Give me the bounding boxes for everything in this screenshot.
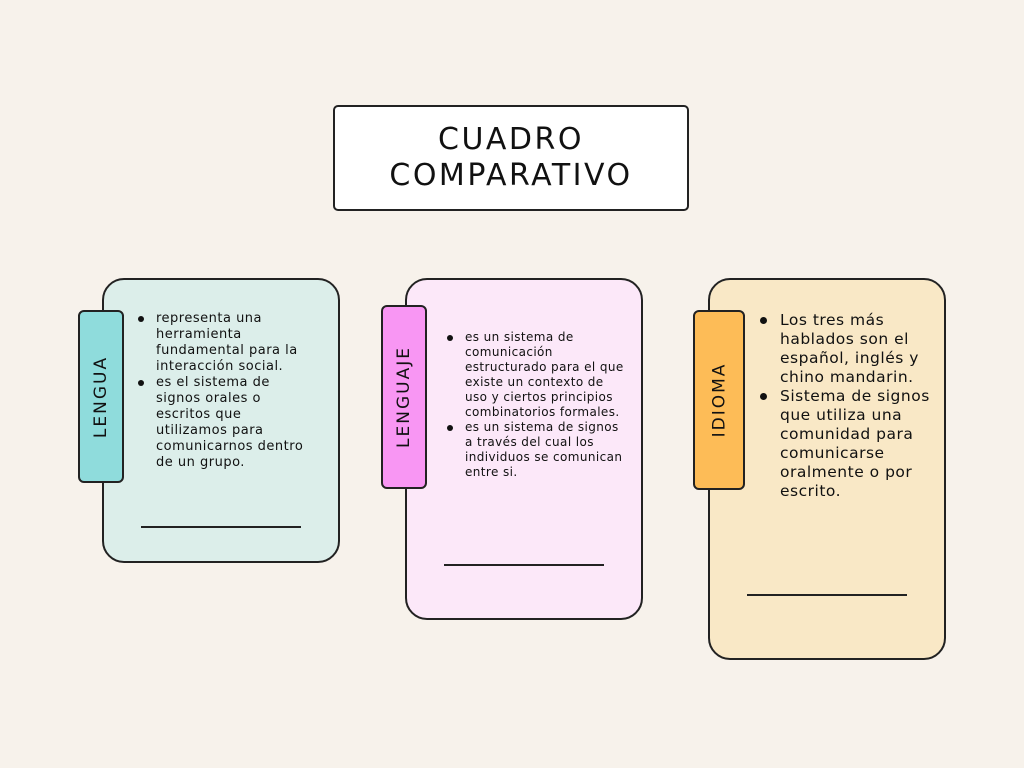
tab-label-idioma: IDIOMA (709, 362, 730, 438)
bullet-list-idioma: Los tres más hablados son el español, in… (760, 311, 938, 501)
tab-label-lengua: LENGUA (91, 355, 111, 438)
tab-idioma: IDIOMA (693, 310, 745, 490)
bullet-item: es un sistema de signos a través del cua… (447, 420, 625, 480)
card-idioma (708, 278, 946, 660)
tab-label-lenguaje: LENGUAJE (394, 346, 414, 448)
divider-line (444, 564, 604, 566)
title-box: CUADRO COMPARATIVO (333, 105, 689, 211)
divider-line (141, 526, 301, 528)
title-line-1: CUADRO (438, 122, 584, 157)
card-lengua (102, 278, 340, 563)
bullet-item: es un sistema de comunicación estructura… (447, 330, 625, 420)
divider-line (747, 594, 907, 596)
card-lenguaje (405, 278, 643, 620)
title-line-2: COMPARATIVO (389, 158, 633, 193)
bullet-list-lenguaje: es un sistema de comunicación estructura… (447, 330, 625, 480)
bullet-item: Sistema de signos que utiliza una comuni… (760, 387, 938, 501)
bullet-list-lengua: representa una herramienta fundamental p… (138, 311, 304, 471)
bullet-item: representa una herramienta fundamental p… (138, 311, 304, 375)
bullet-item: Los tres más hablados son el español, in… (760, 311, 938, 387)
bullet-item: es el sistema de signos orales o escrito… (138, 375, 304, 471)
tab-lengua: LENGUA (78, 310, 124, 483)
tab-lenguaje: LENGUAJE (381, 305, 427, 489)
